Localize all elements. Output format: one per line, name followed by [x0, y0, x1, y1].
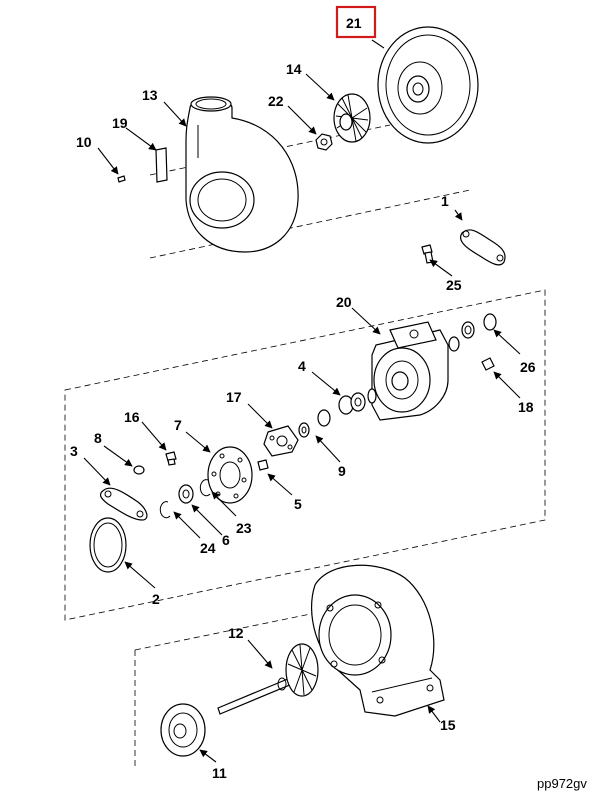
part-20-bearing-housing — [371, 321, 449, 421]
callout-13: 13 — [142, 87, 158, 103]
callout-15: 15 — [440, 717, 456, 733]
callout-10: 10 — [76, 134, 92, 150]
part-1-lock-plate — [460, 229, 506, 266]
callout-18: 18 — [518, 399, 534, 415]
part-15-turbine-housing — [311, 564, 445, 717]
callout-14: 14 — [286, 61, 302, 77]
callout-6: 6 — [222, 532, 230, 548]
callout-24: 24 — [200, 540, 216, 556]
part-17-thrust-plate — [263, 425, 299, 457]
part-12-turbine-shaft — [217, 643, 319, 715]
callout-3: 3 — [70, 443, 78, 459]
callout-23: 23 — [236, 520, 252, 536]
callout-2: 2 — [152, 591, 160, 607]
part-14-compressor-wheel — [333, 93, 371, 143]
callout-20: 20 — [336, 294, 352, 310]
part-21-backplate — [377, 26, 479, 144]
part-18-plug — [481, 357, 495, 371]
part-8-washer — [133, 465, 145, 475]
part-24-ring — [159, 501, 171, 519]
part-11-heat-shield — [160, 703, 206, 757]
part-4-bearing — [338, 388, 377, 415]
part-13-compressor-housing — [185, 96, 299, 253]
part-19-gasket — [155, 147, 168, 183]
callout-22: 22 — [268, 93, 284, 109]
callout-25: 25 — [446, 277, 462, 293]
part-26-retaining-rings — [448, 313, 497, 352]
figure-reference: pp972gv — [537, 776, 587, 791]
callout-8: 8 — [94, 430, 102, 446]
callout-1: 1 — [441, 193, 449, 209]
callout-12: 12 — [228, 625, 244, 641]
part-7-thrust-bearing — [207, 446, 253, 504]
part-6-seal — [178, 484, 194, 504]
callout-4: 4 — [298, 358, 306, 374]
callout-21: 21 — [346, 15, 362, 31]
part-16-bolt — [165, 451, 177, 466]
callout-11: 11 — [212, 765, 227, 781]
part-2-clamp-ring — [89, 517, 127, 573]
highlight-box — [335, 5, 377, 39]
callout-19: 19 — [112, 115, 128, 131]
part-3-lock-plate — [99, 487, 148, 521]
callout-leaders — [83, 39, 521, 763]
part-10-screw — [117, 175, 126, 183]
part-25-bolt — [421, 244, 434, 264]
callout-5: 5 — [294, 496, 302, 512]
callout-9: 9 — [338, 463, 346, 479]
callout-7: 7 — [174, 417, 182, 433]
part-22-nut — [315, 133, 333, 151]
part-9-ring — [298, 409, 331, 438]
part-5-screw — [257, 459, 269, 471]
callout-16: 16 — [124, 409, 140, 425]
callout-labels: 1 2 3 4 5 6 7 8 9 10 11 12 13 14 15 16 1… — [70, 5, 536, 781]
callout-17: 17 — [226, 389, 242, 405]
part-23-ring — [199, 479, 211, 497]
callout-26: 26 — [520, 359, 536, 375]
